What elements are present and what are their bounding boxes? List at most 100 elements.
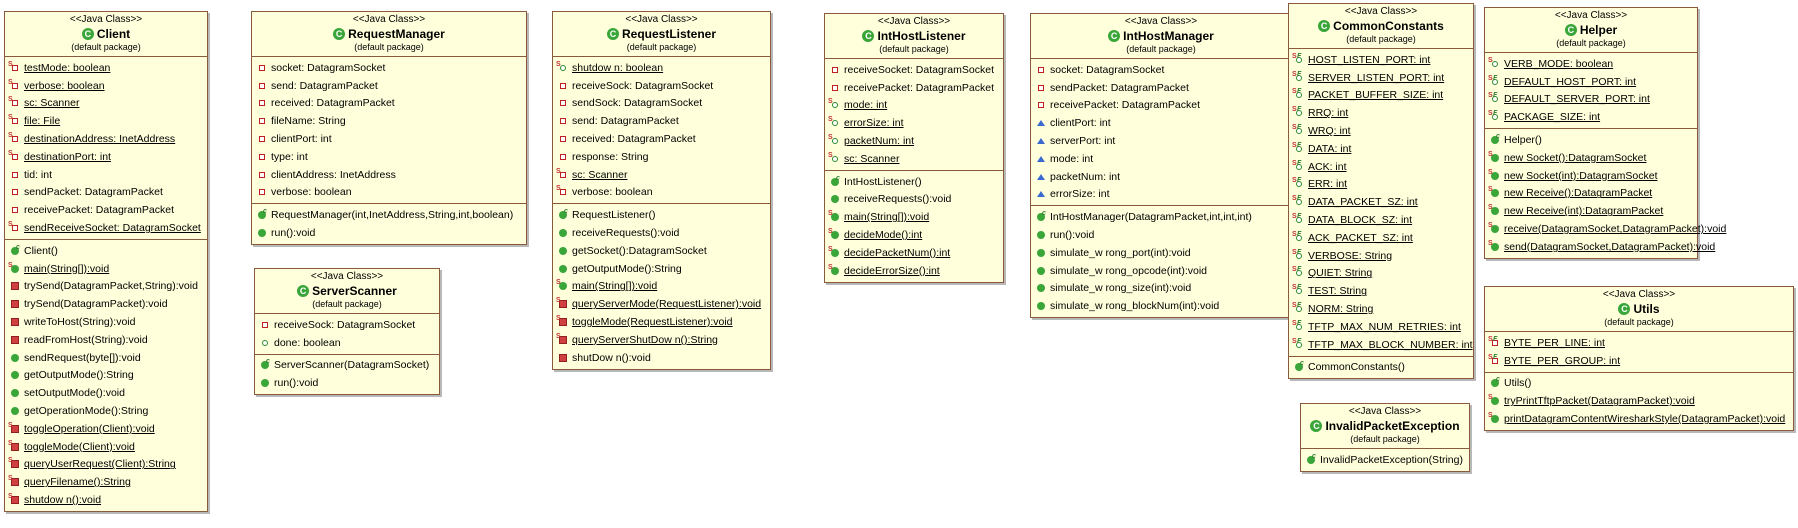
field-row[interactable]: receiveSock: DatagramSocket (255, 316, 439, 334)
field-row[interactable]: send: DatagramPacket (252, 77, 526, 95)
method-row[interactable]: shutDow n():void (553, 349, 770, 367)
method-row[interactable]: getSocket():DatagramSocket (553, 242, 770, 260)
field-row[interactable]: serverPort: int (1031, 132, 1291, 150)
method-row[interactable]: setOutputMode():void (5, 384, 207, 402)
field-row[interactable]: received: DatagramPacket (252, 95, 526, 113)
method-row[interactable]: simulate_w rong_size(int):void (1031, 280, 1291, 298)
method-row[interactable]: simulate_w rong_blockNum(int):void (1031, 297, 1291, 315)
field-row[interactable]: socket: DatagramSocket (252, 59, 526, 77)
field-row[interactable]: receiveSock: DatagramSocket (553, 77, 770, 95)
method-row[interactable]: simulate_w rong_opcode(int):void (1031, 262, 1291, 280)
field-row[interactable]: done: boolean (255, 334, 439, 352)
field-row[interactable]: receivePacket: DatagramPacket (5, 201, 207, 219)
field-row[interactable]: response: String (553, 148, 770, 166)
method-row[interactable]: readFromHost(String):void (5, 331, 207, 349)
method-row[interactable]: trySend(DatagramPacket,String):void (5, 278, 207, 296)
field-row[interactable]: send: DatagramPacket (553, 112, 770, 130)
field-row[interactable]: receivePacket: DatagramPacket (1031, 97, 1291, 115)
method-row[interactable]: run():void (1031, 226, 1291, 244)
method-row[interactable]: simulate_w rong_port(int):void (1031, 244, 1291, 262)
method-row[interactable]: run():void (252, 224, 526, 242)
field-row[interactable]: fileName: String (252, 112, 526, 130)
method-row[interactable]: getOutputMode():String (553, 260, 770, 278)
method-row[interactable]: receiveRequests():void (553, 224, 770, 242)
method-row[interactable]: run():void (255, 374, 439, 392)
method-row[interactable]: receiveRequests():void (825, 191, 1003, 209)
method-row[interactable]: trySend(DatagramPacket):void (5, 295, 207, 313)
field-row[interactable]: sendPacket: DatagramPacket (1031, 79, 1291, 97)
method-row[interactable]: getOutputMode():String (5, 367, 207, 385)
field-row[interactable]: type: int (252, 148, 526, 166)
field-row[interactable]: clientPort: int (1031, 114, 1291, 132)
field-row[interactable]: sendSock: DatagramSocket (553, 95, 770, 113)
method-row[interactable]: getOperationMode():String (5, 402, 207, 420)
